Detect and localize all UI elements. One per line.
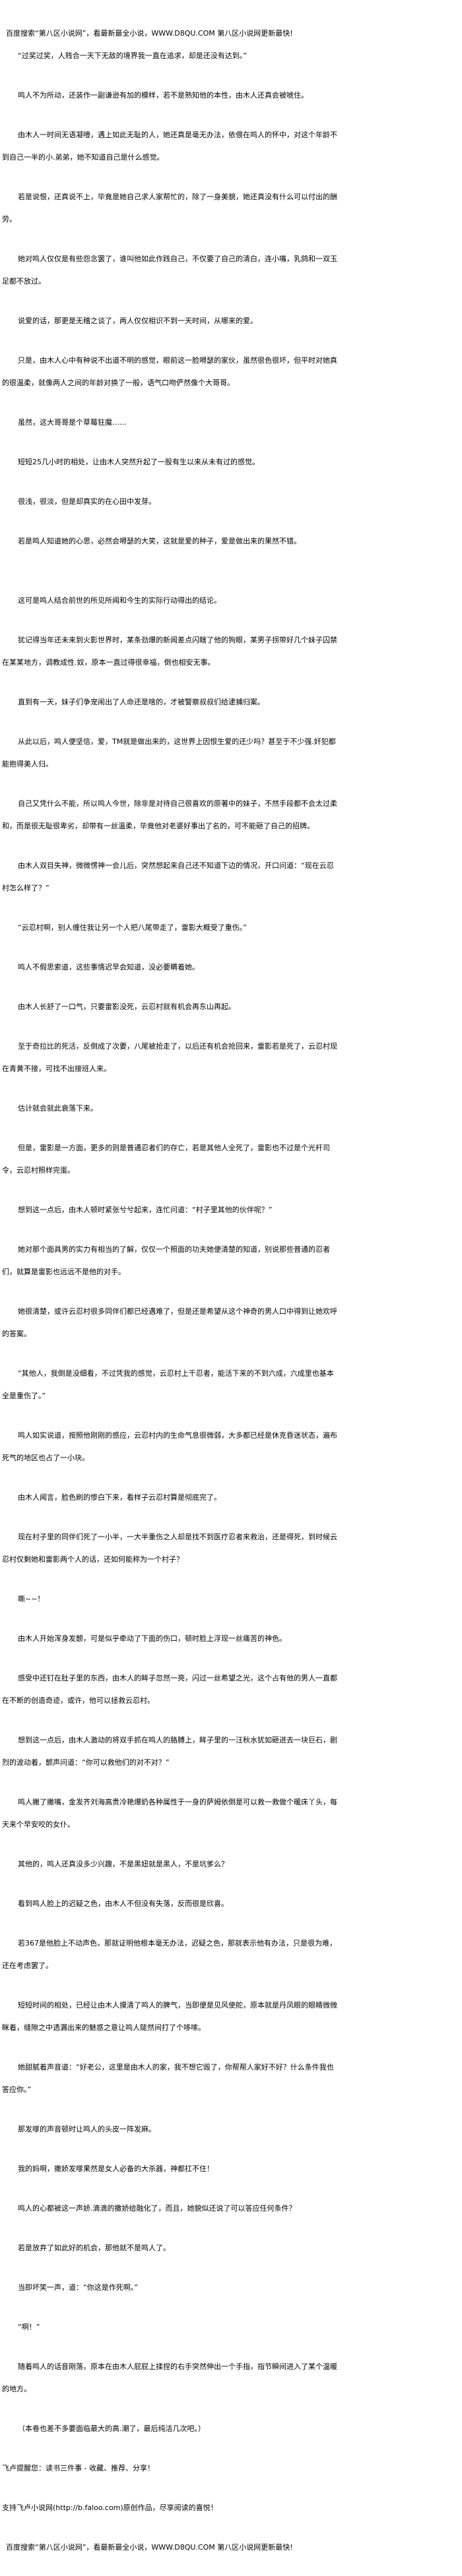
body-paragraph: “啊！” bbox=[18, 2323, 40, 2331]
body-paragraph: 感受中还钉在肚子里的东西，由木人的眸子忽然一亮，闪过一丝希望之光，这个占有他的男… bbox=[2, 1674, 337, 1705]
body-paragraph: 至于奇拉比的死活，反倒成了次要，八尾被抢走了，以后还有机会抢回来，雷影若是死了，… bbox=[2, 1042, 337, 1073]
body-paragraph: 她对鸣人仅仅是有些怨念罢了，谁叫他如此作践自己，不仅要了自己的清白，连小嘴，乳鸽… bbox=[2, 255, 337, 286]
body-paragraph: “其他人，我倒是没细看，不过凭我的感觉，云忍村上千忍者，能活下来的不到六成，六成… bbox=[2, 1369, 334, 1400]
body-paragraph: 若367是他脸上不动声色，那就证明他根本毫无办法，迟疑之色，那就表示他有办法，只… bbox=[2, 1939, 337, 1970]
body-paragraph: 由木人开始浑身发颤，可是似乎牵动了下面的伤口，顿时脸上浮现一丝痛苦的神色。 bbox=[18, 1634, 286, 1643]
body-paragraph: 由木人闻言，脸色刷的惨白下来，看样子云忍村算是彻底完了。 bbox=[18, 1493, 221, 1502]
footer-banner: 百度搜索“第八区小说网”，看最新最全小说，WWW.D8QU.COM 第八区小说网… bbox=[6, 2543, 293, 2552]
body-paragraph: 鸣人不假思索道，这些事情迟早会知道，没必要瞒着她。 bbox=[18, 963, 199, 971]
body-paragraph: 由木人长舒了一口气，只要雷影没死，云忍村就有机会再东山再起。 bbox=[18, 1002, 236, 1011]
body-paragraph: “过奖过奖，人贱合一天下无敌的境界我一直在追求，却是还没有达到。” bbox=[18, 51, 247, 60]
body-paragraph: 估计就会就此衰落下来。 bbox=[18, 1104, 98, 1113]
body-paragraph: 鸣人不为所动，还装作一副谦逊有加的模样，若不是熟知他的本性，由木人还真会被唬住。 bbox=[18, 91, 308, 100]
body-paragraph: 从此以后，鸣人便坚信，爱，TM就是做出来的，这世界上因恨生爱的还少吗？甚至于不少… bbox=[2, 737, 336, 768]
body-paragraph: 自己又凭什么不能，所以鸣人今世，除非是对待自己很喜欢的原著中的妹子，不然手段都不… bbox=[2, 799, 337, 830]
body-paragraph: 由木人双目失神，微微愣神一会儿后，突然想起来自己还不知道下边的情况，开口问道：“… bbox=[2, 861, 334, 892]
body-paragraph: 若是鸣人知道她的心思，必然会嘚瑟的大笑，这就是爱的种子，爱是做出来的果然不错。 bbox=[18, 537, 301, 545]
body-paragraph: 鸣人如实说道，按照他刚刚的感应，云忍村内的生命气息很微弱，大多都已经是休克昏迷状… bbox=[2, 1431, 337, 1462]
body-paragraph: 看到鸣人脸上的迟疑之色，由木人不但没有失落，反而很是欣喜。 bbox=[18, 1899, 228, 1908]
body-paragraph: 我的妈啊，撒娇发嗲果然是女人必备的大杀器，神都扛不住！ bbox=[18, 2164, 214, 2173]
body-paragraph: 嘶~~！ bbox=[18, 1595, 45, 1603]
body-paragraph: 其他的，鸣人还真没多少兴趣，不是黑妞就是黑人，不是坑爹么？ bbox=[18, 1860, 228, 1868]
body-paragraph: 想到这一点后，由木人顿时紧张兮兮起来，连忙问道：“村子里其他的伙伴呢？” bbox=[18, 1206, 273, 1214]
header-banner: 百度搜索“第八区小说网”，看最新最全小说，WWW.D8QU.COM 第八区小说网… bbox=[6, 29, 293, 38]
body-paragraph: 她很清楚，或许云忍村很多同伴们都已经遇难了，但是还是希望从这个神奇的男人口中得到… bbox=[2, 1307, 337, 1338]
body-paragraph: 当即坏笑一声，道：“你这是作死啊。” bbox=[18, 2283, 138, 2292]
chapter-body: “过奖过奖，人贱合一天下无敌的境界我一直在追求，却是还没有达到。” 鸣人不为所动，… bbox=[2, 45, 337, 2519]
body-paragraph: 短短25几小时的相处，让由木人突然升起了一股有生以来从未有过的感觉。 bbox=[18, 458, 259, 466]
document-page: 百度搜索“第八区小说网”，看最新最全小说，WWW.D8QU.COM 第八区小说网… bbox=[2, 22, 337, 2576]
body-paragraph: 由木人一时间无语凝噎，遇上如此无耻的人，她还真是毫无办法，依偎在鸣人的怀中，对这… bbox=[2, 131, 337, 162]
body-paragraph: 现在村子里的同伴们死了一小半，一大半重伤之人却是找不到医疗忍者来救治，还是得死，… bbox=[2, 1533, 337, 1564]
body-paragraph: 只是，由木人心中有种说不出道不明的感觉，眼前这一脸嘚瑟的家伙，虽然很色很坏，但平… bbox=[2, 356, 337, 387]
body-paragraph: 说爱的话，那更是无稽之谈了，两人仅仅相识不到一天时间，从哪来的爱。 bbox=[18, 317, 257, 325]
body-paragraph: 犹记得当年还未来到火影世界时，某条劲爆的新闻差点闪瞎了他的狗眼，某男子拐带好几个… bbox=[2, 636, 337, 667]
body-paragraph: 随着鸣人的话音刚落，原本在由木人屁屁上揉捏的右手突然伸出一个手指，指节瞬间进入了… bbox=[2, 2362, 337, 2393]
body-paragraph: 这可是鸣人结合前世的所见所闻和今生的实际行动得出的结论。 bbox=[18, 596, 221, 605]
site-notice: 飞卢提醒您：读书三件事 - 收藏、推荐、分享！ bbox=[2, 2464, 154, 2472]
body-paragraph: 若是说恨，还真说不上，毕竟是她自己求人家帮忙的，除了一身美貌，她还真没有什么可以… bbox=[2, 193, 337, 224]
body-paragraph: 鸣人撇了撇嘴，金发齐刘海高贵冷艳爆奶各种属性于一身的萨姆依倒是可以救一救做个暖床… bbox=[2, 1798, 337, 1829]
body-paragraph: “云忍村啊，别人缠住我让另一个人把八尾带走了，雷影大概受了重伤。” bbox=[18, 923, 247, 932]
body-paragraph: 但是，雷影是一方面，更多的则是普通忍者们的存亡，若是其他人全死了，雷影也不过是个… bbox=[2, 1144, 330, 1175]
body-paragraph: 若是放弃了如此好的机会，那他就不是鸣人了。 bbox=[18, 2244, 170, 2252]
body-paragraph: （本卷也差不多要面临最大的高.潮了，最后纯洁几次吧。） bbox=[18, 2424, 205, 2433]
site-notice: 支持飞卢小说网(http://b.faloo.com)原创作品，尽享阅读的喜悦！ bbox=[2, 2503, 218, 2512]
body-paragraph: 很浅，很淡，但是却真实的在心田中发芽。 bbox=[18, 497, 156, 506]
body-paragraph: 短短时间的相处，已经让由木人摸清了鸣人的脾气，当即便是见风使舵，原本就是丹凤眼的… bbox=[2, 2001, 337, 2032]
body-paragraph: 虽然，这大哥哥是个草莓狂魔…… bbox=[18, 418, 127, 427]
body-paragraph: 她对那个面具男的实力有相当的了解，仅仅一个照面的功夫她便清楚的知道，别说那些普通… bbox=[2, 1245, 330, 1276]
body-paragraph: 那发嗲的声音顿时让鸣人的头皮一阵发麻。 bbox=[18, 2125, 156, 2133]
body-paragraph: 她甜腻着声音道：“好老公，这里是由木人的家，我不想它毁了，你帮帮人家好不好？什么… bbox=[2, 2063, 334, 2094]
body-paragraph: 鸣人的心都被这一声娇.滴滴的撒娇给融化了，而且，她貌似还说了可以答应任何条件？ bbox=[18, 2204, 296, 2213]
body-paragraph: 想到这一点后，由木人激动的将双手抓在鸣人的胳膊上，眸子里的一汪秋水犹如砸进去一块… bbox=[2, 1736, 337, 1767]
body-paragraph: 直到有一天，妹子们争宠闹出了人命还是啥的，才被警察叔叔们给逮捕归案。 bbox=[18, 698, 265, 706]
